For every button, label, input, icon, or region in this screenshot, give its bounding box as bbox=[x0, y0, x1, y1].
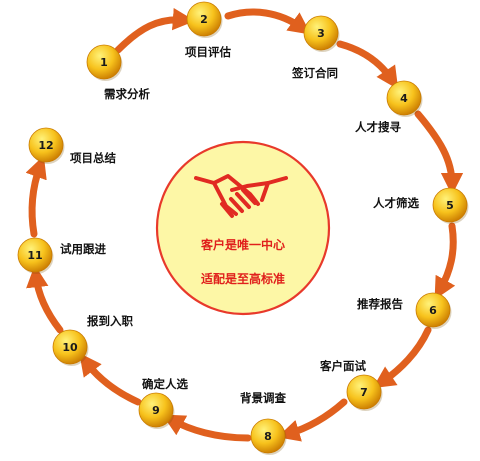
cycle-arrow-3-to-4 bbox=[336, 40, 399, 90]
step-number-2: 2 bbox=[200, 13, 208, 26]
cycle-arrow-1-to-2 bbox=[114, 7, 196, 54]
step-circle-3: 3 bbox=[303, 15, 340, 52]
step-label-5: 人才筛选 bbox=[373, 196, 419, 210]
step-number-7: 7 bbox=[360, 386, 368, 399]
step-circle-12: 12 bbox=[28, 127, 65, 164]
step-circle-10: 10 bbox=[52, 329, 89, 366]
step-circle-11: 11 bbox=[17, 237, 54, 274]
step-number-8: 8 bbox=[264, 430, 272, 443]
step-number-4: 4 bbox=[400, 92, 408, 105]
cycle-arrow-10-to-11 bbox=[26, 264, 64, 334]
step-label-8: 背景调查 bbox=[240, 391, 286, 405]
step-label-1: 需求分析 bbox=[104, 87, 150, 101]
step-label-9: 确定人选 bbox=[142, 377, 188, 391]
cycle-arrow-6-to-7 bbox=[372, 326, 432, 389]
step-label-10: 报到入职 bbox=[87, 314, 133, 328]
step-number-11: 11 bbox=[27, 249, 42, 262]
step-label-2: 项目评估 bbox=[185, 45, 231, 59]
center-slogan-1: 客户是唯一中心 bbox=[200, 238, 285, 252]
step-number-1: 1 bbox=[100, 56, 108, 69]
step-number-3: 3 bbox=[317, 27, 325, 40]
cycle-arrow-4-to-5 bbox=[414, 110, 464, 196]
cycle-arrow-9-to-10 bbox=[79, 353, 142, 406]
step-label-7: 客户面试 bbox=[320, 359, 366, 373]
cycle-arrow-11-to-12 bbox=[25, 155, 47, 238]
step-circle-4: 4 bbox=[386, 80, 423, 117]
step-label-12: 项目总结 bbox=[70, 151, 116, 165]
step-label-6: 推荐报告 bbox=[357, 297, 403, 311]
step-number-9: 9 bbox=[152, 404, 160, 417]
cycle-arrow-2-to-3 bbox=[224, 8, 312, 35]
step-number-10: 10 bbox=[62, 341, 78, 354]
step-circle-2: 2 bbox=[186, 1, 223, 38]
step-number-12: 12 bbox=[38, 139, 53, 152]
step-number-6: 6 bbox=[429, 304, 437, 317]
step-number-5: 5 bbox=[446, 199, 454, 212]
handshake-icon bbox=[194, 174, 288, 218]
step-label-3: 签订合同 bbox=[292, 66, 338, 80]
cycle-arrow-5-to-6 bbox=[434, 222, 457, 300]
step-circle-6: 6 bbox=[415, 292, 452, 329]
cycle-arrow-8-to-9 bbox=[162, 414, 252, 442]
step-label-11: 试用跟进 bbox=[60, 242, 106, 256]
step-circle-8: 8 bbox=[250, 418, 287, 455]
step-circle-1: 1 bbox=[86, 44, 123, 81]
step-circle-7: 7 bbox=[346, 374, 383, 411]
center-slogan-2: 适配是至高标准 bbox=[200, 272, 285, 286]
step-circle-5: 5 bbox=[432, 187, 469, 224]
step-circle-9: 9 bbox=[138, 392, 175, 429]
step-label-4: 人才搜寻 bbox=[355, 120, 401, 134]
cycle-arrow-7-to-8 bbox=[277, 398, 348, 442]
